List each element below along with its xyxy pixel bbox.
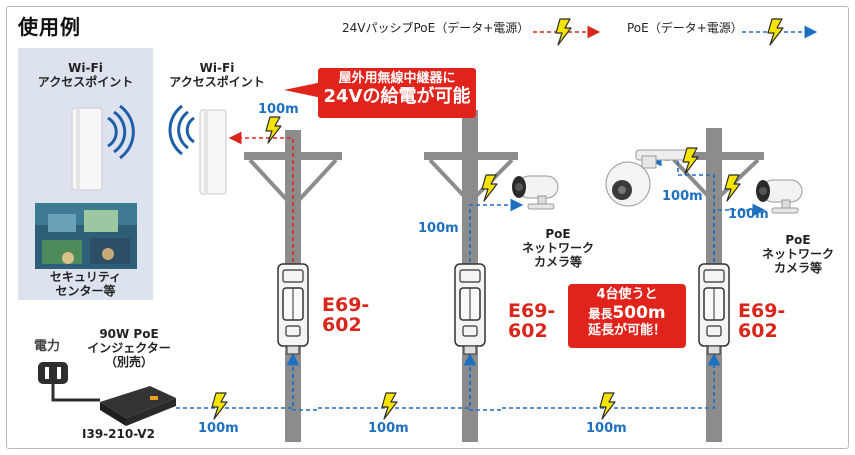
- injector-label-line1: 90W PoE: [99, 327, 159, 341]
- camera-label-1-line1: PoE: [545, 227, 571, 241]
- callout-500m-line2: 最長500m: [568, 303, 686, 323]
- security-center-image: [35, 203, 137, 269]
- distance-ground-1: 100m: [198, 421, 239, 436]
- device-label-2: E69- 602: [508, 300, 556, 342]
- legend-poe-label: PoE（データ+電源）: [627, 21, 743, 35]
- e69-602-device-2: [454, 263, 486, 355]
- injector-model: I39-210-V2: [82, 427, 155, 441]
- lightning-icon-ground3: [599, 392, 616, 420]
- distance-pole3-camera: 100m: [728, 207, 769, 222]
- device-label-1-line2: 602: [322, 313, 362, 336]
- device-label-2-line1: E69-: [508, 300, 556, 322]
- callout-500m-extension: 4台使うと 最長500m 延長が可能！: [568, 284, 686, 348]
- power-outlet: [38, 362, 100, 402]
- legend-passive-symbol: [533, 18, 601, 46]
- distance-ground-2: 100m: [368, 421, 409, 436]
- callout-500m-line2b: 500m: [612, 302, 666, 323]
- camera-label-2-line3: カメラ等: [773, 260, 822, 275]
- dome-camera: [605, 149, 689, 207]
- device-label-3-line1: E69-: [738, 300, 786, 322]
- poe-injector: [100, 386, 176, 426]
- security-center-label-line2: センター等: [55, 283, 116, 298]
- outlet-label: 電力: [34, 339, 61, 354]
- page-title: 使用例: [18, 15, 81, 39]
- device-label-1: E69- 602: [322, 294, 370, 336]
- panel-ap-label-line2: アクセスポイント: [37, 74, 134, 89]
- callout-24v-line2: 24Vの給電が可能: [323, 85, 471, 107]
- callout-500m-line2a: 最長: [588, 306, 613, 321]
- panel-ap-label-line1: Wi-Fi: [68, 61, 103, 75]
- legend-passive-label: 24VパッシブPoE（データ+電源）: [342, 21, 530, 35]
- ap2-label: Wi-Fi アクセスポイント: [158, 61, 276, 90]
- camera-label-1-line3: カメラ等: [533, 254, 582, 269]
- e69-602-device-1: [277, 263, 309, 355]
- camera-label-2: PoE ネットワーク カメラ等: [752, 233, 844, 275]
- e69-602-device-3: [698, 263, 730, 355]
- injector-label-line3: （別売）: [104, 354, 153, 369]
- legend-poe-symbol: [742, 18, 818, 46]
- distance-ground-3: 100m: [586, 421, 627, 436]
- camera-label-1: PoE ネットワーク カメラ等: [512, 227, 604, 269]
- callout-pointer: [284, 82, 322, 98]
- injector-label: 90W PoE インジェクター （別売）: [74, 327, 184, 369]
- camera-label-2-line1: PoE: [785, 233, 811, 247]
- callout-24v-supply: 屋外用無線中継器に 24Vの給電が可能: [318, 68, 476, 118]
- distance-pole2-up: 100m: [418, 221, 459, 236]
- camera-label-1-line2: ネットワーク: [521, 240, 594, 255]
- injector-label-line2: インジェクター: [87, 340, 171, 355]
- lightning-icon-ground1: [211, 392, 228, 420]
- security-center-label-line1: セキュリティ: [49, 270, 122, 284]
- device-label-1-line1: E69-: [322, 294, 370, 316]
- access-point-2: [168, 104, 227, 195]
- bullet-camera-1: [511, 175, 559, 210]
- callout-500m-line3: 延長が可能！: [587, 322, 666, 338]
- security-center-label: セキュリティ センター等: [18, 270, 153, 299]
- device-label-3: E69- 602: [738, 300, 786, 342]
- camera-label-2-line2: ネットワーク: [761, 246, 834, 261]
- passive-poe-line: [228, 131, 294, 262]
- lightning-icon-ap: [265, 116, 282, 144]
- distance-pole3-dome: 100m: [662, 189, 703, 204]
- panel-ap-label: Wi-Fi アクセスポイント: [18, 61, 153, 90]
- device-label-2-line2: 602: [508, 319, 548, 342]
- callout-24v-line1: 屋外用無線中継器に: [338, 71, 456, 86]
- ap2-label-line1: Wi-Fi: [199, 61, 235, 75]
- callout-500m-line1: 4台使うと: [596, 287, 658, 302]
- poe-lines: [176, 153, 766, 411]
- device-label-3-line2: 602: [738, 319, 778, 342]
- distance-ap-link: 100m: [258, 102, 299, 117]
- panel-access-point: [71, 104, 135, 191]
- ap2-label-line2: アクセスポイント: [169, 74, 265, 89]
- lightning-icon-ground2: [381, 392, 398, 420]
